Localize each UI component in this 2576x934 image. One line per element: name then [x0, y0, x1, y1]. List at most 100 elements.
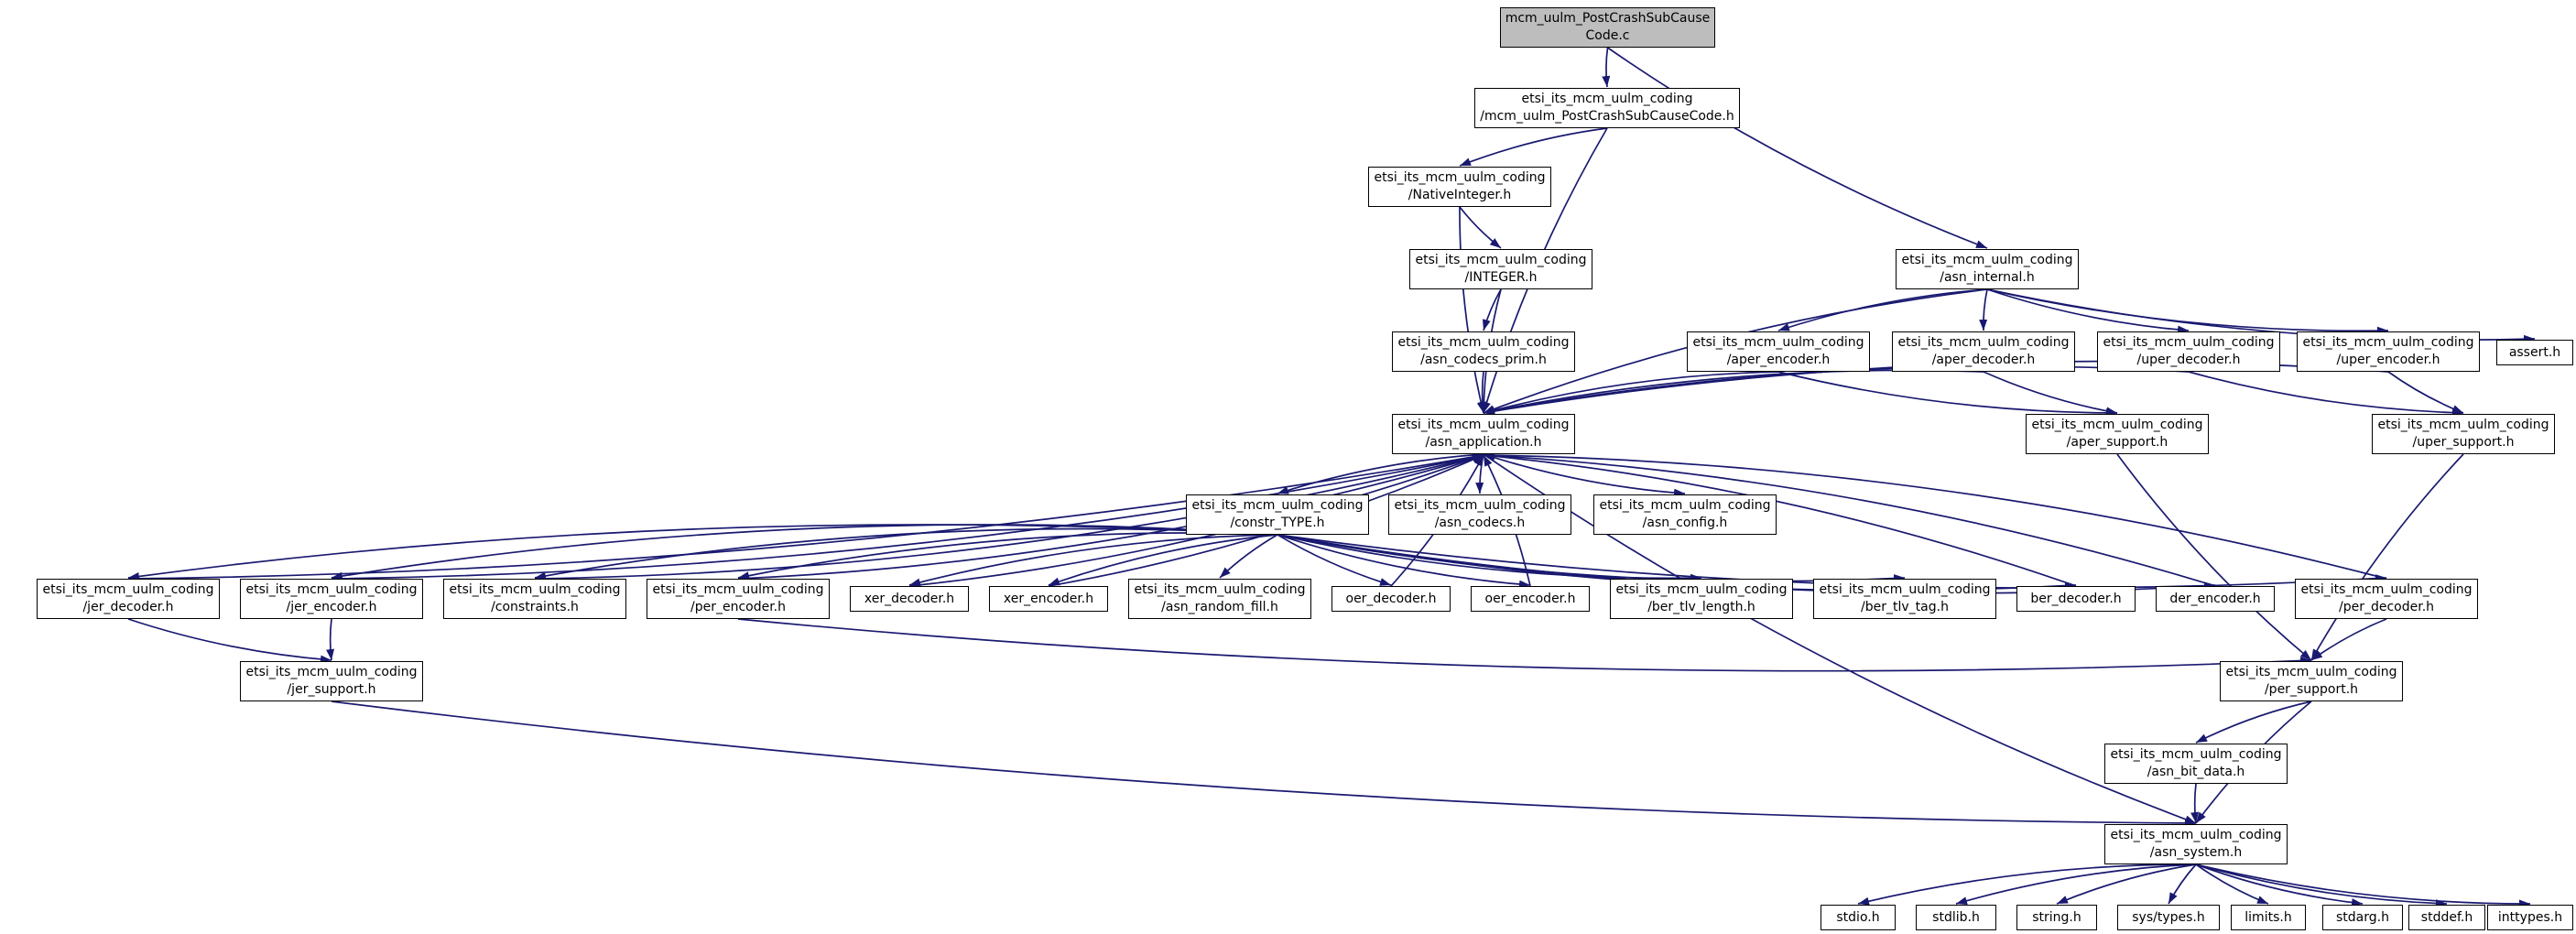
edge-aper_encoder-asn_application — [1483, 371, 1779, 415]
graph-node-aper_decoder[interactable]: etsi_its_mcm_uulm_coding/aper_decoder.h — [1892, 331, 2075, 372]
graph-node-aper_support[interactable]: etsi_its_mcm_uulm_coding/aper_support.h — [2026, 414, 2209, 454]
edge-asn_codecs_prim-asn_application — [1478, 371, 1487, 414]
graph-node-label: /per_support.h — [2264, 682, 2359, 697]
edge-asn_application-asn_system — [1483, 453, 2197, 824]
graph-node-inttypes[interactable]: inttypes.h — [2487, 905, 2573, 930]
graph-node-label: inttypes.h — [2497, 909, 2563, 925]
graph-node-uper_encoder[interactable]: etsi_its_mcm_uulm_coding/uper_encoder.h — [2297, 331, 2480, 372]
graph-node-asn_random_fill[interactable]: etsi_its_mcm_uulm_coding/asn_random_fill… — [1128, 579, 1311, 619]
graph-node-label: etsi_its_mcm_uulm_coding — [1692, 335, 1864, 351]
graph-node-stdlib[interactable]: stdlib.h — [1916, 905, 1996, 930]
graph-node-label: etsi_its_mcm_uulm_coding — [1897, 335, 2070, 351]
graph-node-label: etsi_its_mcm_uulm_coding — [1901, 253, 2073, 268]
graph-node-asn_codecs_prim[interactable]: etsi_its_mcm_uulm_coding/asn_codecs_prim… — [1392, 331, 1575, 372]
graph-node-per_decoder[interactable]: etsi_its_mcm_uulm_coding/per_decoder.h — [2295, 579, 2478, 619]
edge-per_decoder-asn_application — [1483, 451, 2387, 580]
graph-node-label: etsi_its_mcm_uulm_coding — [245, 582, 418, 598]
graph-node-label: etsi_its_mcm_uulm_coding — [1819, 582, 1991, 598]
graph-node-sys_types[interactable]: sys/types.h — [2117, 905, 2220, 930]
graph-node-label: /NativeInteger.h — [1408, 188, 1512, 202]
edge-constr_type-oer_decoder — [1277, 534, 1392, 586]
graph-node-der_encoder[interactable]: der_encoder.h — [2156, 586, 2275, 612]
graph-node-label: etsi_its_mcm_uulm_coding — [2031, 418, 2203, 433]
edge-asn_internal-uper_encoder — [1986, 288, 2389, 335]
graph-node-label: /ber_tlv_length.h — [1647, 600, 1755, 614]
edge-asn_system-inttypes — [2195, 863, 2531, 908]
edge-constr_type-constraints — [534, 527, 1278, 581]
graph-node-jer_decoder[interactable]: etsi_its_mcm_uulm_coding/jer_decoder.h — [37, 579, 220, 619]
graph-node-label: etsi_its_mcm_uulm_coding — [245, 665, 418, 680]
graph-node-ber_decoder[interactable]: ber_decoder.h — [2016, 586, 2136, 612]
graph-node-asn_internal[interactable]: etsi_its_mcm_uulm_coding/asn_internal.h — [1896, 249, 2079, 289]
graph-node-oer_encoder[interactable]: oer_encoder.h — [1471, 586, 1590, 612]
graph-node-label: xer_decoder.h — [864, 591, 955, 606]
graph-node-label: limits.h — [2244, 909, 2292, 925]
graph-node-asn_config[interactable]: etsi_its_mcm_uulm_coding/asn_config.h — [1593, 494, 1777, 535]
edge-jer_encoder-asn_application — [331, 452, 1484, 580]
graph-node-label: der_encoder.h — [2169, 591, 2261, 606]
graph-node-ber_tlv_length[interactable]: etsi_its_mcm_uulm_coding/ber_tlv_length.… — [1610, 579, 1793, 619]
edge-uper_decoder-uper_support — [2188, 371, 2464, 418]
graph-node-label: string.h — [2032, 909, 2081, 925]
edge-aper_decoder-asn_application — [1483, 369, 1984, 416]
graph-node-label: etsi_its_mcm_uulm_coding — [2225, 665, 2397, 680]
graph-node-uper_decoder[interactable]: etsi_its_mcm_uulm_coding/uper_decoder.h — [2097, 331, 2280, 372]
graph-node-assert[interactable]: assert.h — [2496, 340, 2573, 365]
graph-node-ber_tlv_tag[interactable]: etsi_its_mcm_uulm_coding/ber_tlv_tag.h — [1813, 579, 1996, 619]
graph-node-constr_type[interactable]: etsi_its_mcm_uulm_coding/constr_TYPE.h — [1186, 494, 1369, 535]
graph-node-asn_codecs[interactable]: etsi_its_mcm_uulm_coding/asn_codecs.h — [1388, 494, 1571, 535]
graph-node-label: Code.c — [1585, 28, 1630, 43]
graph-node-stdio[interactable]: stdio.h — [1821, 905, 1896, 930]
graph-node-label: etsi_its_mcm_uulm_coding — [1521, 92, 1693, 107]
edge-native_integer-asn_application — [1459, 206, 1485, 414]
graph-node-limits[interactable]: limits.h — [2231, 905, 2306, 930]
graph-node-label: etsi_its_mcm_uulm_coding — [2110, 747, 2282, 763]
graph-node-jer_encoder[interactable]: etsi_its_mcm_uulm_coding/jer_encoder.h — [240, 579, 423, 619]
graph-node-label: etsi_its_mcm_uulm_coding — [1191, 498, 1364, 514]
graph-node-label: assert.h — [2508, 344, 2561, 360]
graph-node-label: etsi_its_mcm_uulm_coding — [1394, 498, 1566, 514]
graph-node-jer_support[interactable]: etsi_its_mcm_uulm_coding/jer_support.h — [240, 661, 423, 701]
graph-node-label: /asn_application.h — [1425, 435, 1542, 450]
edge-per_decoder-per_support — [2310, 618, 2387, 661]
graph-node-xer_decoder[interactable]: xer_decoder.h — [850, 586, 969, 612]
edge-code_c-asn_internal — [1607, 47, 1988, 249]
graph-node-label: /constraints.h — [491, 600, 579, 614]
graph-node-asn_bit_data[interactable]: etsi_its_mcm_uulm_coding/asn_bit_data.h — [2104, 744, 2288, 784]
graph-node-stddef[interactable]: stddef.h — [2408, 905, 2485, 930]
graph-node-stdarg[interactable]: stdarg.h — [2322, 905, 2403, 930]
graph-node-integer[interactable]: etsi_its_mcm_uulm_coding/INTEGER.h — [1409, 249, 1592, 289]
graph-node-code_h[interactable]: etsi_its_mcm_uulm_coding/mcm_uulm_PostCr… — [1474, 88, 1740, 128]
edge-jer_decoder-jer_support — [127, 618, 332, 664]
graph-node-xer_encoder[interactable]: xer_encoder.h — [989, 586, 1108, 612]
graph-node-asn_system[interactable]: etsi_its_mcm_uulm_coding/asn_system.h — [2104, 824, 2288, 864]
graph-node-string[interactable]: string.h — [2016, 905, 2097, 930]
graph-node-label: /aper_support.h — [2066, 435, 2168, 450]
edge-integer-asn_codecs_prim — [1482, 288, 1502, 331]
graph-node-label: /jer_support.h — [287, 682, 376, 697]
graph-node-constraints[interactable]: etsi_its_mcm_uulm_coding/constraints.h — [443, 579, 626, 619]
edge-jer_support-asn_system — [331, 700, 2197, 828]
graph-node-native_integer[interactable]: etsi_its_mcm_uulm_coding/NativeInteger.h — [1368, 167, 1551, 207]
graph-node-label: etsi_its_mcm_uulm_coding — [1415, 253, 1587, 268]
edge-jer_encoder-jer_support — [326, 618, 335, 661]
graph-node-per_encoder[interactable]: etsi_its_mcm_uulm_coding/per_encoder.h — [647, 579, 830, 619]
graph-node-oer_decoder[interactable]: oer_decoder.h — [1331, 586, 1451, 612]
graph-node-uper_support[interactable]: etsi_its_mcm_uulm_coding/uper_support.h — [2372, 414, 2555, 454]
graph-node-label: etsi_its_mcm_uulm_coding — [1374, 170, 1546, 186]
graph-node-label: /jer_encoder.h — [286, 600, 377, 614]
graph-node-per_support[interactable]: etsi_its_mcm_uulm_coding/per_support.h — [2220, 661, 2403, 701]
graph-node-label: stdarg.h — [2336, 909, 2389, 925]
edge-constr_type-ber_tlv_length — [1277, 534, 1702, 582]
graph-node-label: etsi_its_mcm_uulm_coding — [2300, 582, 2473, 598]
graph-node-label: etsi_its_mcm_uulm_coding — [1397, 335, 1570, 351]
graph-node-label: /aper_encoder.h — [1726, 353, 1831, 367]
graph-node-aper_encoder[interactable]: etsi_its_mcm_uulm_coding/aper_encoder.h — [1687, 331, 1870, 372]
edge-asn_system-limits — [2195, 863, 2269, 905]
edge-asn_system-stdio — [1857, 863, 2197, 906]
edge-asn_system-stdlib — [1955, 863, 2197, 905]
graph-node-asn_application[interactable]: etsi_its_mcm_uulm_coding/asn_application… — [1392, 414, 1575, 454]
